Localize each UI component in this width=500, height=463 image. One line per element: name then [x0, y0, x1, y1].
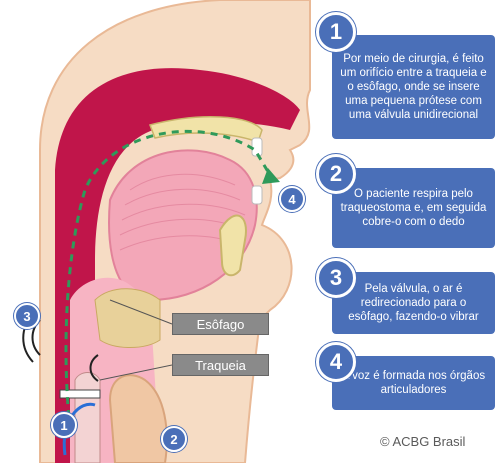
esofago-label: Esôfago: [172, 313, 269, 335]
step-card-4: A voz é formada nos órgãos articuladores: [332, 356, 495, 410]
esophagus-shape: [95, 289, 160, 348]
lower-teeth: [252, 186, 262, 204]
step-card-3: Pela válvula, o ar é redirecionado para …: [332, 272, 495, 334]
marker-3: 3: [14, 303, 40, 329]
trachea-shape: [75, 373, 100, 463]
step-card-2: O paciente respira pelo traqueostoma e, …: [332, 168, 495, 248]
marker-4: 4: [279, 186, 305, 212]
step-1-number: 1: [316, 12, 356, 52]
copyright-text: © ACBG Brasil: [380, 434, 465, 449]
step-3-text: Pela válvula, o ar é redirecionado para …: [338, 282, 489, 324]
step-4-text: A voz é formada nos órgãos articuladores: [338, 369, 489, 397]
step-2-text: O paciente respira pelo traqueostoma e, …: [338, 187, 489, 229]
marker-1: 1: [51, 412, 77, 438]
step-2-number: 2: [316, 154, 356, 194]
traqueia-label: Traqueia: [172, 354, 269, 376]
marker-2: 2: [161, 426, 187, 452]
step-card-1: Por meio de cirurgia, é feito um orifíci…: [332, 35, 495, 139]
valve-prosthesis: [60, 390, 100, 398]
step-3-number: 3: [316, 258, 356, 298]
step-4-number: 4: [316, 342, 356, 382]
step-1-text: Por meio de cirurgia, é feito um orifíci…: [338, 52, 489, 122]
upper-teeth: [252, 138, 262, 156]
